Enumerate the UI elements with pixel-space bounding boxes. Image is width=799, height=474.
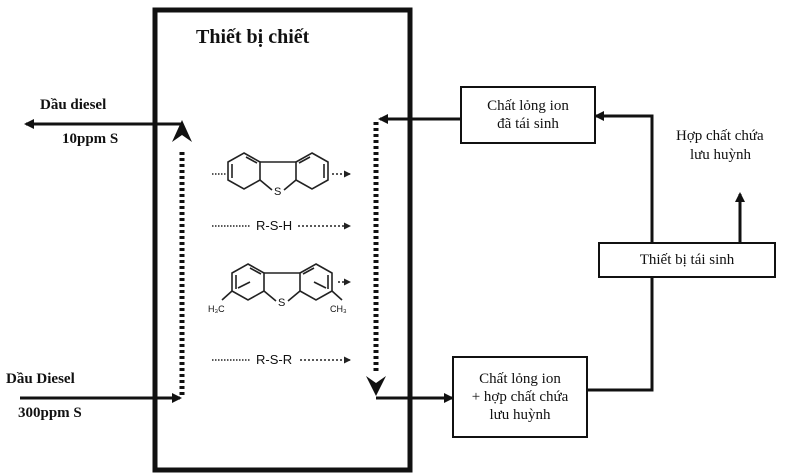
- regenerator-label: Thiết bị tái sinh: [639, 252, 735, 268]
- spent-il-line2: + hợp chất chứa: [471, 389, 569, 405]
- regenerated-il-box: Chất lỏng ion đã tái sinh: [460, 86, 596, 144]
- extractor-vessel: [152, 7, 413, 473]
- dmdbt-left-methyl-label: H₃C: [208, 304, 225, 314]
- dmdbt-right-methyl-label: CH₃: [330, 304, 347, 314]
- spent-to-regen-line: [588, 276, 654, 392]
- sulfide-label: R-S-R: [256, 352, 293, 367]
- regenerated-il-line1: Chất lỏng ion: [487, 98, 569, 114]
- diesel-upflow-arrowhead: [172, 120, 192, 142]
- diesel-in-spec: 300ppm S: [18, 405, 82, 421]
- thiol-label: R-S-H: [256, 218, 293, 233]
- diesel-out-spec: 10ppm S: [62, 131, 119, 147]
- regenerated-il-line2: đã tái sinh: [497, 116, 559, 132]
- dimethyldibenzothiophene-structure: [221, 263, 343, 302]
- dmdbt-sulfur-label: S: [278, 297, 286, 309]
- spent-il-line1: Chất lỏng ion: [479, 371, 561, 387]
- diesel-in-label: Dầu Diesel: [6, 371, 75, 387]
- sulfur-product-line2: lưu huỳnh: [690, 147, 752, 163]
- extractor-title: Thiết bị chiết: [196, 26, 310, 48]
- regenerator-box: Thiết bị tái sinh: [598, 242, 776, 278]
- dbt-sulfur-label: S: [274, 186, 282, 198]
- spent-il-box: Chất lỏng ion + hợp chất chứa lưu huỳnh: [452, 356, 588, 438]
- sulfur-product-line1: Hợp chất chứa: [676, 128, 764, 144]
- dibenzothiophene-structure: [227, 152, 329, 191]
- il-downflow-arrowhead: [366, 376, 386, 396]
- spent-il-line3: lưu huỳnh: [489, 407, 551, 423]
- regen-to-il-line: [594, 111, 654, 242]
- diesel-out-label: Dầu diesel: [40, 97, 107, 113]
